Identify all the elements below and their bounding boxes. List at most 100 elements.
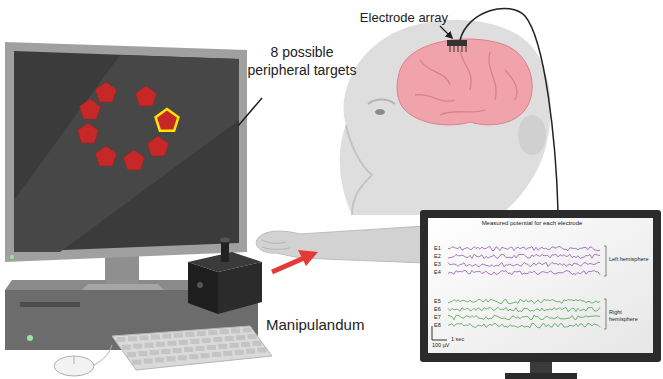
arrow-shaft	[272, 258, 304, 272]
target-pentagon	[156, 109, 179, 131]
key	[246, 349, 255, 354]
key	[138, 351, 147, 356]
movement-arrow	[272, 250, 318, 272]
key	[202, 338, 211, 343]
monitor-bezel	[420, 210, 661, 362]
key	[151, 334, 160, 339]
screen-glare	[14, 55, 239, 252]
manipulandum-side	[218, 262, 262, 314]
key	[230, 343, 239, 348]
callout-label: Manipulandum	[266, 316, 376, 334]
head-outline	[340, 20, 551, 215]
channel-label: E1	[434, 245, 446, 252]
target-pentagon	[148, 136, 169, 156]
target-pentagon	[136, 86, 157, 106]
monkey-head	[340, 8, 558, 215]
target-pentagon	[124, 150, 145, 170]
knob-cap	[220, 238, 230, 243]
eeg-trace	[448, 323, 600, 327]
arrow-head	[298, 250, 318, 266]
eeg-trace	[448, 254, 600, 258]
key	[162, 334, 171, 339]
key	[127, 352, 136, 357]
key	[189, 354, 198, 359]
key	[253, 341, 262, 346]
channel-label: E5	[434, 298, 446, 305]
electrode-array	[447, 40, 467, 46]
key	[178, 355, 187, 360]
key	[144, 359, 153, 364]
brain	[397, 39, 532, 125]
target-pentagon	[78, 123, 99, 143]
channel-label: E2	[434, 253, 446, 260]
key	[243, 327, 252, 332]
manipulandum-knob	[221, 240, 229, 262]
key	[122, 345, 131, 350]
drive-slot	[20, 302, 80, 307]
monitor-stand	[82, 254, 164, 290]
arm	[256, 226, 425, 263]
manipulandum-port	[197, 282, 203, 288]
eeg-trace	[448, 299, 600, 303]
eeg-trace	[448, 262, 600, 266]
key	[207, 345, 216, 350]
electrode-pins	[450, 46, 466, 52]
stand-base	[82, 284, 164, 290]
key	[241, 342, 250, 347]
task-monitor	[5, 42, 247, 262]
scale-bar	[432, 326, 447, 340]
key	[195, 346, 204, 351]
group-label: Left hemisphere	[609, 256, 651, 263]
channel-label: E8	[434, 322, 446, 329]
eeg-trace	[448, 307, 600, 311]
muzzle-line	[346, 125, 372, 215]
channel-label: E7	[434, 314, 446, 321]
key	[116, 337, 125, 342]
key	[155, 357, 164, 362]
group-label: Right hemisphere	[609, 309, 651, 323]
monitor-bezel	[5, 42, 247, 262]
scale-label: 100 µV	[432, 342, 462, 349]
target-group	[78, 82, 179, 170]
brain-sulci	[415, 50, 517, 115]
eeg-traces	[448, 246, 600, 327]
key	[223, 351, 232, 356]
stand-neck	[105, 254, 139, 284]
target-pentagon	[96, 146, 117, 166]
brow	[368, 100, 395, 105]
mouse-cable	[94, 345, 112, 365]
key	[197, 331, 206, 336]
key	[208, 330, 217, 335]
channel-label: E4	[434, 269, 446, 276]
key	[128, 336, 137, 341]
monitor-led	[10, 255, 14, 259]
key	[185, 332, 194, 337]
key	[161, 349, 170, 354]
recording-cable	[460, 8, 558, 211]
key	[257, 348, 266, 353]
key	[190, 339, 199, 344]
channel-label: E6	[434, 306, 446, 313]
ear	[518, 115, 546, 155]
key	[213, 337, 222, 342]
eeg-trace	[448, 246, 600, 250]
screen-title: Measured potential for each electrode	[462, 220, 602, 227]
arm-shape	[256, 226, 425, 263]
stand-base	[505, 373, 577, 379]
power-led	[27, 335, 33, 341]
leader-line	[238, 98, 262, 126]
key	[168, 341, 177, 346]
mouse-button-line	[74, 356, 75, 364]
eye	[375, 109, 385, 115]
key	[179, 340, 188, 345]
eeg-trace	[448, 315, 600, 319]
manipulandum-front	[188, 262, 218, 314]
keyboard	[112, 326, 272, 370]
keyboard-keys	[116, 327, 266, 364]
key	[235, 350, 244, 355]
key	[174, 333, 183, 338]
key	[231, 328, 240, 333]
target-pentagon	[96, 82, 117, 102]
scale-label: 1 sec	[451, 336, 475, 343]
